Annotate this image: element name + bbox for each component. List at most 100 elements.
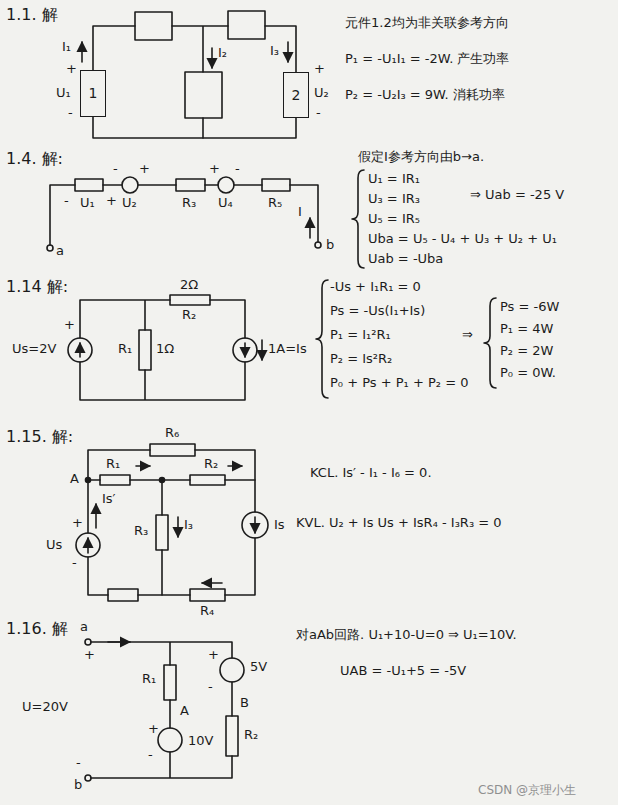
problem-number: 1.14 解:: [6, 278, 68, 296]
source-label: 10V: [188, 734, 213, 749]
resistor-symbol: [100, 444, 225, 601]
source-label: Us=2V: [12, 342, 56, 357]
current-arrow: [202, 582, 222, 584]
current-arrow: [309, 218, 311, 238]
equation: 对aAb回路. U₁+10-U=0 ⇒ U₁=10V.: [296, 628, 517, 643]
resistor-symbol: [176, 179, 205, 191]
equation: P₀ + Ps + P₁ + P₂ = 0: [330, 376, 468, 391]
polarity-sign: +: [209, 162, 220, 177]
resistor-symbol: [75, 179, 290, 191]
resistor-label: R₄: [200, 604, 214, 619]
resistor-symbol: [139, 330, 151, 370]
element-box: 1: [80, 70, 106, 117]
terminal-label: a: [80, 620, 88, 635]
resistor-symbol: [139, 295, 210, 370]
junction-dot: [86, 478, 165, 483]
resistor-label: R₂: [244, 728, 258, 743]
current-arrow: [228, 465, 242, 467]
equation: Ps = -Us(I₁+Is): [330, 304, 425, 319]
equation: ⇒ Uab = -25 V: [470, 188, 564, 203]
resistor-symbol: [170, 295, 210, 305]
current-label: I₁: [62, 40, 71, 55]
element-symbol: [228, 11, 265, 39]
source-symbol: [220, 658, 244, 682]
terminal-label: b: [74, 778, 82, 793]
equation: -Us + I₁R₁ = 0: [330, 280, 421, 295]
ink: [47, 11, 496, 781]
wire: [88, 450, 255, 595]
equation: P₀ = 0W.: [500, 366, 556, 381]
node-label: B: [240, 696, 249, 711]
element-box: 2: [283, 72, 309, 118]
resistor-symbol: [150, 444, 195, 456]
wire: [88, 480, 255, 595]
resistor-label: R₂: [182, 308, 196, 323]
polarity-sign: +: [64, 318, 75, 333]
wire: [80, 300, 245, 400]
resistor-symbol: [190, 589, 225, 601]
brace: [316, 280, 496, 398]
current-arrow: [309, 218, 311, 238]
polarity-sign: +: [84, 648, 95, 663]
wire: [80, 300, 245, 400]
resistor-label: R₁: [118, 342, 132, 357]
current-label: I₃: [184, 518, 193, 533]
resistor-label: R₅: [268, 196, 282, 211]
resistor-symbol: [75, 179, 103, 191]
resistor-label: R₂: [204, 457, 218, 472]
wire-connector: [93, 117, 296, 138]
polarity-sign: -: [208, 680, 213, 695]
equation: U₃ = IR₃: [368, 192, 420, 207]
equation: P₁ = I₁²R₁: [330, 328, 391, 343]
brace: [316, 280, 328, 398]
polarity-sign: -: [76, 756, 81, 771]
source-symbol: [158, 658, 244, 752]
current-arrow: [80, 340, 262, 360]
equation: U₅ = IR₅: [368, 212, 420, 227]
current-arrow: [87, 538, 89, 553]
element-number: 1: [89, 85, 98, 101]
polarity-sign: +: [148, 722, 159, 737]
watermark: CSDN @京理小生: [478, 784, 576, 798]
source-label: 5V: [250, 660, 267, 675]
resistor-label: 2Ω: [180, 278, 198, 293]
current-arrow: [81, 42, 83, 62]
resistor-symbol: [262, 179, 290, 191]
problem-number: 1.4. 解:: [6, 150, 63, 168]
terminal-label: b: [326, 238, 334, 253]
wire: [93, 26, 296, 138]
equation: P₂ = 2W: [500, 344, 553, 359]
equation: Uab = -Uba: [368, 252, 443, 267]
current-arrow: [108, 641, 130, 643]
wire: [50, 185, 318, 245]
resistor-symbol: [108, 589, 138, 601]
voltage-label: U₂: [314, 86, 329, 101]
polarity-sign: -: [316, 106, 321, 121]
element-symbol: [185, 72, 222, 118]
current-arrow: [108, 641, 130, 643]
voltage-source-symbol: [122, 177, 234, 193]
terminal-symbol: [47, 242, 321, 251]
equation: P₁ = 4W: [500, 322, 553, 337]
current-arrow: [261, 340, 263, 360]
element-number: 2: [292, 87, 301, 103]
polarity-sign: +: [106, 194, 117, 209]
equation: P₂ = -U₂I₃ = 9W. 消耗功率: [345, 88, 505, 103]
resistor-label: 1Ω: [156, 342, 174, 357]
terminal-label: a: [56, 244, 64, 259]
wire: [91, 642, 232, 778]
polarity-sign: +: [208, 648, 219, 663]
element-symbol: [135, 11, 265, 118]
note-text: 元件1.2均为非关联参考方向: [345, 16, 509, 31]
resistor-label: R₁: [106, 457, 120, 472]
current-arrow: [82, 42, 288, 68]
voltage-label: U₂: [122, 196, 137, 211]
polarity-sign: -: [64, 194, 69, 209]
wire: [93, 26, 296, 138]
voltage-source-symbol: [218, 177, 234, 193]
junction-dot: [160, 478, 165, 483]
current-label: I: [298, 205, 302, 220]
resistor-symbol: [156, 515, 168, 550]
wire: [91, 642, 232, 778]
